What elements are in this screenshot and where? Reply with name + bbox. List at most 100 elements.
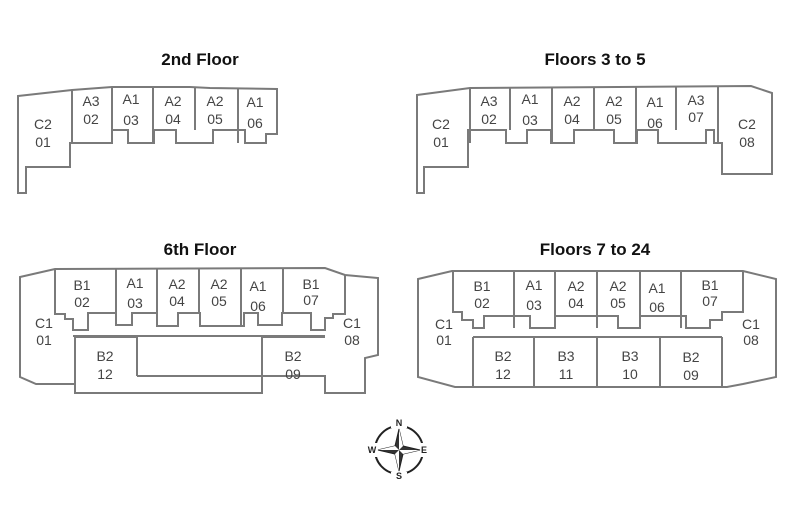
unit-number: 06 (247, 115, 263, 131)
compass-north: N (396, 418, 403, 428)
unit-type: A1 (648, 280, 665, 296)
unit-a1-06[interactable]: A1 06 (249, 278, 266, 314)
unit-type: B1 (473, 278, 490, 294)
unit-type: C2 (34, 116, 52, 132)
unit-c2-08[interactable]: C2 08 (738, 116, 756, 150)
unit-type: B2 (494, 348, 511, 364)
unit-type: B1 (302, 276, 319, 292)
compass-west: W (368, 445, 377, 455)
unit-number: 09 (285, 366, 301, 382)
unit-type: B3 (557, 348, 574, 364)
unit-number: 02 (83, 111, 99, 127)
plan-outline (17, 86, 278, 194)
unit-number: 07 (702, 293, 718, 309)
unit-number: 03 (123, 112, 139, 128)
unit-type: A1 (126, 275, 143, 291)
unit-number: 08 (344, 332, 360, 348)
unit-a2-05[interactable]: A2 05 (206, 93, 223, 127)
unit-a2-04[interactable]: A2 04 (563, 93, 580, 127)
unit-number: 03 (127, 295, 143, 311)
unit-b2-12[interactable]: B2 12 (494, 348, 511, 382)
unit-b3-11[interactable]: B3 11 (557, 348, 574, 382)
unit-type: B1 (701, 277, 718, 293)
plan-title-floors-3-5: Floors 3 to 5 (544, 50, 646, 69)
unit-a2-05[interactable]: A2 05 (605, 93, 622, 127)
unit-type: C2 (432, 116, 450, 132)
unit-b1-07[interactable]: B1 07 (302, 276, 319, 308)
unit-a3-07[interactable]: A3 07 (687, 92, 704, 125)
unit-a1-03[interactable]: A1 03 (126, 275, 143, 311)
unit-number: 01 (35, 134, 51, 150)
unit-b2-09[interactable]: B2 09 (284, 348, 301, 382)
unit-number: 01 (436, 332, 452, 348)
plan-title-2nd-floor: 2nd Floor (161, 50, 239, 69)
unit-a1-06[interactable]: A1 06 (648, 280, 665, 315)
unit-c1-01[interactable]: C1 01 (435, 316, 453, 348)
compass-rose-icon: N S E W (366, 418, 432, 482)
unit-type: A2 (563, 93, 580, 109)
unit-number: 04 (568, 295, 584, 311)
unit-a2-04[interactable]: A2 04 (567, 278, 584, 311)
unit-number: 01 (433, 134, 449, 150)
unit-a3-02[interactable]: A3 02 (480, 93, 497, 127)
unit-b3-10[interactable]: B3 10 (621, 348, 638, 382)
unit-number: 02 (474, 295, 490, 311)
unit-number: 04 (165, 111, 181, 127)
plan-outline (416, 84, 773, 194)
plan-title-floors-7-24: Floors 7 to 24 (539, 240, 651, 259)
unit-type: B2 (284, 348, 301, 364)
unit-a2-04[interactable]: A2 04 (164, 93, 181, 127)
unit-c1-01[interactable]: C1 01 (35, 315, 53, 348)
unit-a2-05[interactable]: A2 05 (210, 276, 227, 309)
unit-type: C1 (742, 316, 760, 332)
unit-number: 08 (739, 134, 755, 150)
unit-type: B2 (682, 349, 699, 365)
unit-c1-08[interactable]: C1 08 (742, 316, 760, 348)
unit-type: A2 (168, 276, 185, 292)
plan-6th-floor: C1 01 B1 02 A1 03 A2 04 A2 05 A1 06 B1 0… (19, 266, 379, 394)
unit-type: A2 (206, 93, 223, 109)
unit-type: B1 (73, 277, 90, 293)
plan-2nd-floor: C2 01 A3 02 A1 03 A2 04 A2 05 A1 06 (17, 86, 278, 194)
unit-b1-07[interactable]: B1 07 (701, 277, 718, 309)
unit-number: 11 (559, 366, 574, 382)
unit-number: 05 (610, 295, 626, 311)
unit-a2-04[interactable]: A2 04 (168, 276, 185, 309)
unit-type: A2 (210, 276, 227, 292)
unit-type: A2 (164, 93, 181, 109)
unit-a2-05[interactable]: A2 05 (609, 278, 626, 311)
plan-floors-7-24: C1 01 B1 02 A1 03 A2 04 A2 05 A1 06 B1 0… (417, 270, 777, 388)
unit-a3-02[interactable]: A3 02 (82, 93, 99, 127)
unit-type: A1 (521, 91, 538, 107)
unit-b2-09[interactable]: B2 09 (682, 349, 699, 383)
unit-b1-02[interactable]: B1 02 (473, 278, 490, 311)
unit-c2-01[interactable]: C2 01 (432, 116, 450, 150)
unit-a1-03[interactable]: A1 03 (521, 91, 538, 128)
unit-number: 05 (211, 293, 227, 309)
unit-type: A1 (525, 277, 542, 293)
unit-c1-08[interactable]: C1 08 (343, 315, 361, 348)
unit-a1-06[interactable]: A1 06 (246, 94, 263, 131)
unit-number: 05 (606, 111, 622, 127)
unit-b2-12[interactable]: B2 12 (96, 348, 113, 382)
unit-type: A2 (609, 278, 626, 294)
unit-number: 06 (647, 115, 663, 131)
unit-number: 07 (303, 292, 319, 308)
unit-a1-03[interactable]: A1 03 (525, 277, 542, 313)
unit-b1-02[interactable]: B1 02 (73, 277, 90, 310)
unit-a1-03[interactable]: A1 03 (122, 91, 139, 128)
unit-type: A2 (605, 93, 622, 109)
unit-a1-06[interactable]: A1 06 (646, 94, 663, 131)
compass-east: E (421, 445, 427, 455)
inner-wall (54, 269, 346, 331)
compass-south: S (396, 471, 402, 481)
unit-number: 03 (526, 297, 542, 313)
unit-number: 09 (683, 367, 699, 383)
unit-b2-12-outline (75, 336, 325, 377)
unit-number: 04 (564, 111, 580, 127)
unit-number: 06 (649, 299, 665, 315)
unit-number: 02 (481, 111, 497, 127)
unit-c2-01[interactable]: C2 01 (34, 116, 52, 150)
plan-outline (19, 266, 379, 394)
